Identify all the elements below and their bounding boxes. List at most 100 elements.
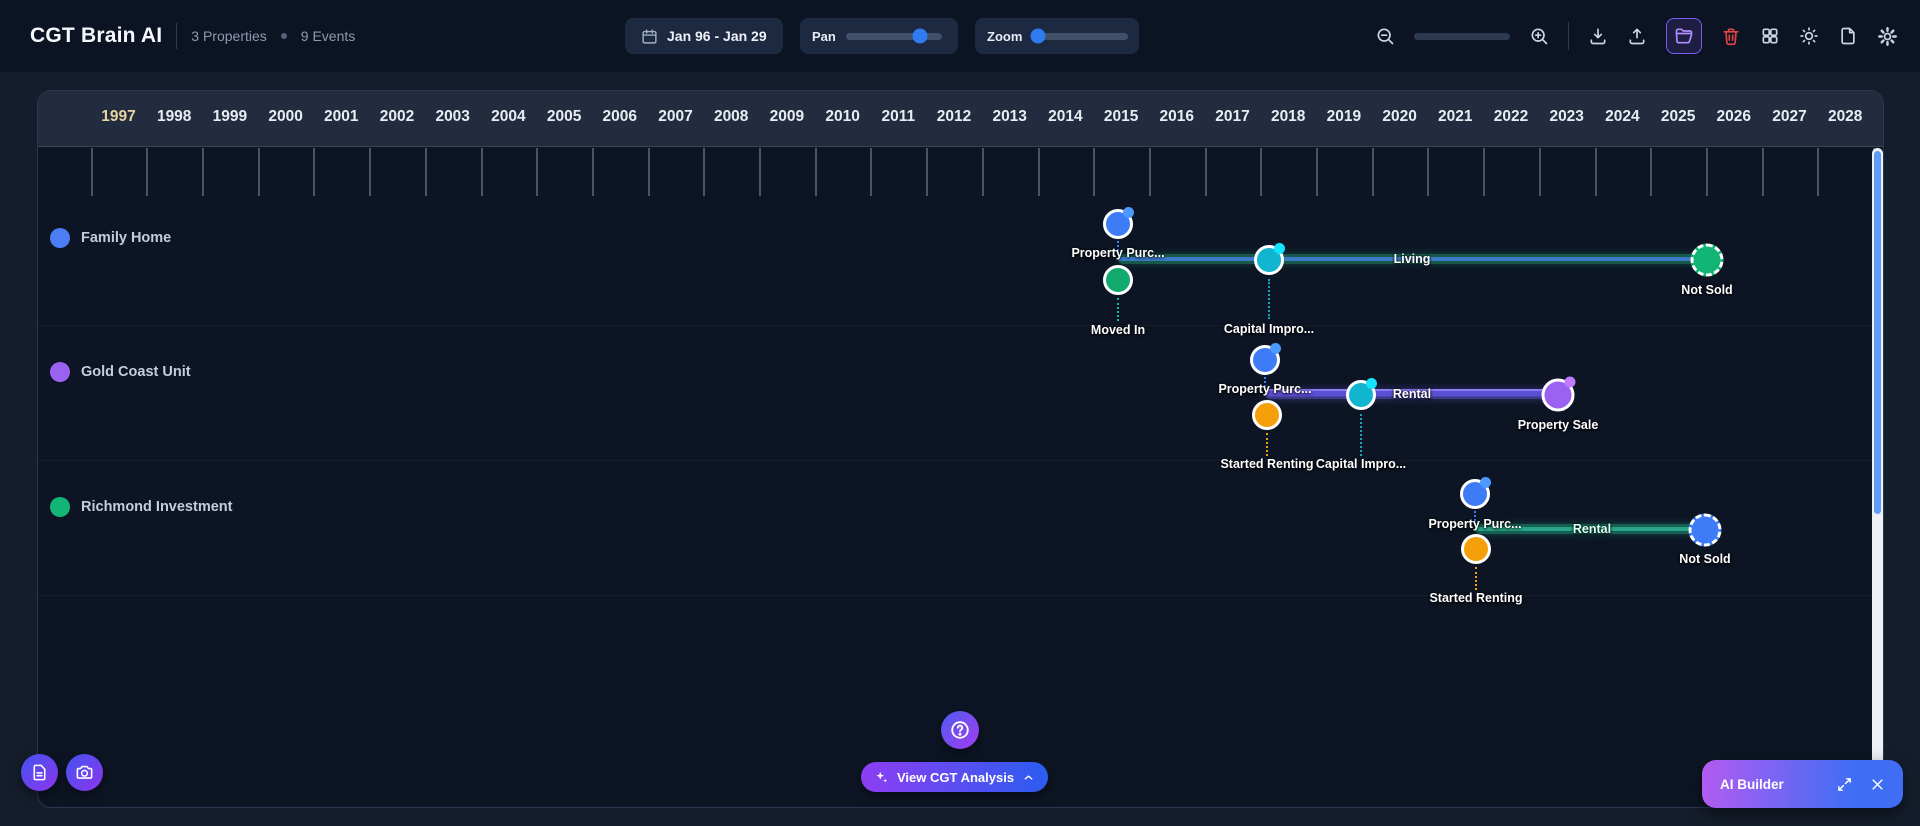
- year-tick: [424, 148, 427, 196]
- event-marker-property-sale[interactable]: [1541, 376, 1576, 412]
- divider: [176, 23, 178, 49]
- upload-icon[interactable]: [1627, 26, 1647, 46]
- event-label-property-sale: Property Sale: [1517, 418, 1599, 432]
- row-divider: [38, 595, 1883, 596]
- event-badge: [1366, 378, 1377, 389]
- year-tick: [1483, 148, 1486, 196]
- year-label-2009: 2009: [769, 108, 805, 125]
- event-badge: [1564, 376, 1576, 388]
- year-tick: [926, 148, 929, 196]
- expand-icon[interactable]: [1836, 776, 1853, 793]
- year-tick: [759, 148, 762, 196]
- event-label-not-sold: Not Sold: [1681, 283, 1733, 297]
- event-connector: [1117, 241, 1119, 255]
- settings-gear-icon[interactable]: [1877, 26, 1898, 47]
- date-range-button[interactable]: Jan 96 - Jan 29: [625, 18, 783, 54]
- event-marker-not-sold[interactable]: [1688, 513, 1722, 547]
- event-marker-property-purchase[interactable]: [1460, 477, 1491, 509]
- pan-slider-track[interactable]: [845, 28, 942, 44]
- year-tick: [1371, 148, 1374, 196]
- property-name: Family Home: [81, 230, 172, 246]
- year-tick: [536, 148, 539, 196]
- camera-icon: [75, 763, 94, 782]
- year-tick: [1093, 148, 1096, 196]
- zoom-slider-track[interactable]: [1030, 28, 1129, 44]
- event-label-capital-improvement: Capital Impro...: [1223, 322, 1315, 336]
- event-marker-property-purchase[interactable]: [1250, 343, 1281, 375]
- year-label-2008: 2008: [713, 108, 749, 125]
- event-marker-started-renting[interactable]: [1252, 400, 1282, 430]
- period-segment-gold-coast-unit[interactable]: [1265, 389, 1558, 399]
- trash-icon[interactable]: [1721, 26, 1741, 46]
- row-divider: [38, 325, 1883, 326]
- pan-label: Pan: [812, 28, 836, 44]
- toolbar: [1375, 0, 1898, 72]
- year-tick: [591, 148, 594, 196]
- event-marker-capital-improvement[interactable]: [1346, 378, 1377, 410]
- event-marker-not-sold[interactable]: [1690, 243, 1724, 277]
- zoom-slider-thumb[interactable]: [1030, 28, 1046, 44]
- app-title: CGT Brain AI: [30, 24, 163, 47]
- year-label-2005: 2005: [546, 108, 582, 125]
- event-marker-property-purchase[interactable]: [1103, 207, 1134, 239]
- year-label-2022: 2022: [1493, 108, 1529, 125]
- period-segment-richmond-investment[interactable]: [1475, 524, 1705, 534]
- pan-slider-thumb[interactable]: [912, 28, 928, 44]
- event-label-property-purchase: Property Purc...: [1218, 382, 1312, 396]
- year-tick: [146, 148, 149, 196]
- event-marker-started-renting[interactable]: [1461, 534, 1491, 564]
- event-badge: [1270, 343, 1281, 354]
- year-tick: [1594, 148, 1597, 196]
- document-icon[interactable]: [1838, 26, 1858, 46]
- year-label-2004: 2004: [491, 108, 526, 125]
- screenshot-button[interactable]: [66, 754, 103, 791]
- year-tick: [480, 148, 483, 196]
- cta-label: View CGT Analysis: [897, 769, 1015, 785]
- download-icon[interactable]: [1588, 26, 1608, 46]
- chevron-up-icon: [1022, 771, 1035, 784]
- zoom-out-icon[interactable]: [1375, 26, 1395, 46]
- year-label-2017: 2017: [1215, 108, 1250, 125]
- export-report-button[interactable]: [21, 754, 58, 791]
- year-label-2023: 2023: [1549, 108, 1584, 125]
- row-divider: [38, 460, 1883, 461]
- folder-open-icon[interactable]: [1666, 18, 1702, 54]
- year-tick: [1817, 148, 1820, 196]
- close-icon[interactable]: [1870, 777, 1885, 792]
- view-cgt-analysis-button[interactable]: View CGT Analysis: [861, 762, 1049, 792]
- event-label-property-purchase: Property Purc...: [1071, 246, 1165, 260]
- date-range-value: Jan 96 - Jan 29: [667, 28, 767, 44]
- zoom-label: Zoom: [987, 28, 1023, 44]
- property-legend-richmond-investment[interactable]: Richmond Investment: [50, 497, 232, 517]
- vertical-scrollbar-track[interactable]: [1872, 148, 1883, 804]
- year-tick: [1260, 148, 1263, 196]
- toolbar-divider: [1568, 22, 1569, 50]
- zoom-level-indicator[interactable]: [1414, 32, 1510, 40]
- property-legend-gold-coast-unit[interactable]: Gold Coast Unit: [50, 362, 191, 382]
- zoom-in-icon[interactable]: [1529, 26, 1549, 46]
- year-label-2028: 2028: [1827, 108, 1863, 125]
- event-connector: [1117, 298, 1119, 321]
- year-label-2024: 2024: [1605, 108, 1640, 125]
- year-tick: [1705, 148, 1708, 196]
- brand: CGT Brain AI 3 Properties 9 Events: [30, 0, 355, 72]
- event-marker-capital-improvement[interactable]: [1254, 243, 1285, 275]
- zoom-control: Zoom: [975, 18, 1139, 54]
- year-tick: [90, 148, 93, 196]
- year-tick: [1761, 148, 1764, 196]
- property-legend-family-home[interactable]: Family Home: [50, 228, 171, 248]
- event-marker-moved-in[interactable]: [1103, 265, 1133, 295]
- year-tick: [814, 148, 817, 196]
- year-label-2011: 2011: [881, 108, 916, 125]
- vertical-scrollbar-thumb[interactable]: [1874, 151, 1881, 514]
- brightness-icon[interactable]: [1799, 26, 1819, 46]
- period-segment-family-home[interactable]: [1118, 254, 1707, 264]
- ai-builder-panel[interactable]: AI Builder: [1702, 760, 1903, 808]
- help-button[interactable]: [941, 711, 979, 749]
- grid-layout-icon[interactable]: [1760, 26, 1780, 46]
- year-label-1997: 1997: [101, 108, 136, 125]
- period-label: Living: [1393, 252, 1431, 266]
- year-label-2020: 2020: [1382, 108, 1417, 125]
- document-page-icon: [30, 763, 49, 782]
